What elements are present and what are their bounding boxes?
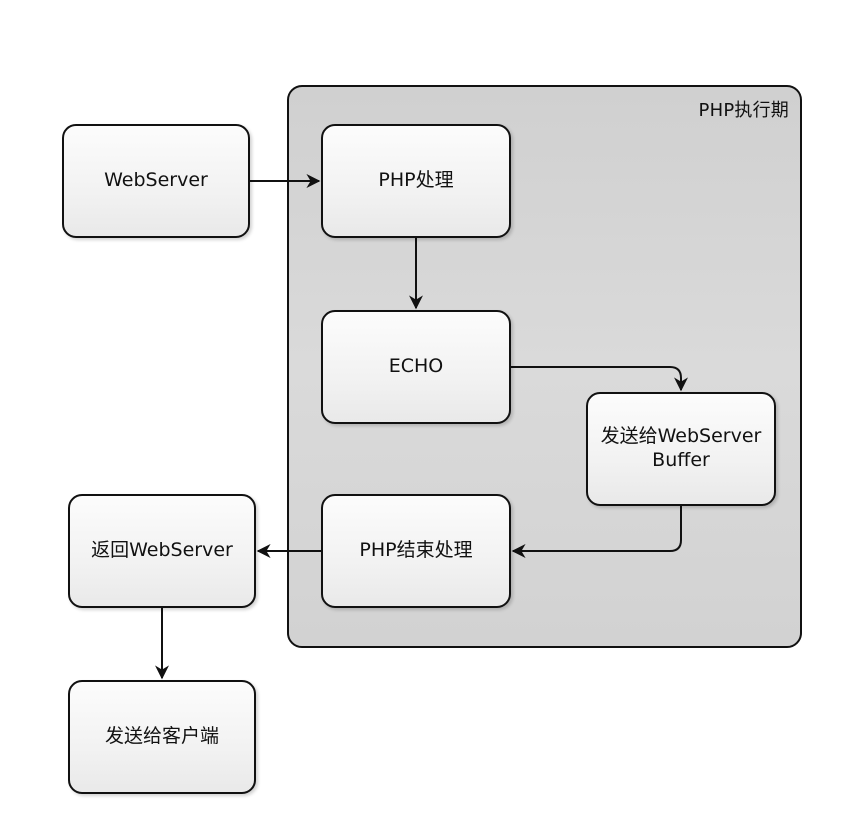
node-php-process-label: PHP处理 xyxy=(378,169,454,192)
node-return-webserver-label: 返回WebServer xyxy=(91,539,233,562)
node-send-buffer-label-line1: 发送给WebServer xyxy=(600,425,762,448)
node-send-to-client: 发送给客户端 xyxy=(68,680,256,794)
node-php-end-label: PHP结束处理 xyxy=(359,539,473,562)
node-echo: ECHO xyxy=(321,310,511,424)
node-webserver-label: WebServer xyxy=(104,169,208,192)
node-php-process: PHP处理 xyxy=(321,124,511,238)
connector-echo-to-send-buffer xyxy=(511,366,688,392)
group-label: PHP执行期 xyxy=(698,100,789,121)
node-send-buffer-label-line2: Buffer xyxy=(652,449,710,471)
connector-send-buffer-to-php-end xyxy=(511,506,682,558)
node-send-client-label: 发送给客户端 xyxy=(104,725,219,748)
node-php-end: PHP结束处理 xyxy=(321,494,511,608)
node-send-buffer-label: 发送给WebServer Buffer xyxy=(601,425,762,473)
node-webserver: WebServer xyxy=(62,124,250,238)
node-send-to-webserver-buffer: 发送给WebServer Buffer xyxy=(586,392,776,506)
node-echo-label: ECHO xyxy=(388,355,444,378)
node-return-webserver: 返回WebServer xyxy=(68,494,256,608)
